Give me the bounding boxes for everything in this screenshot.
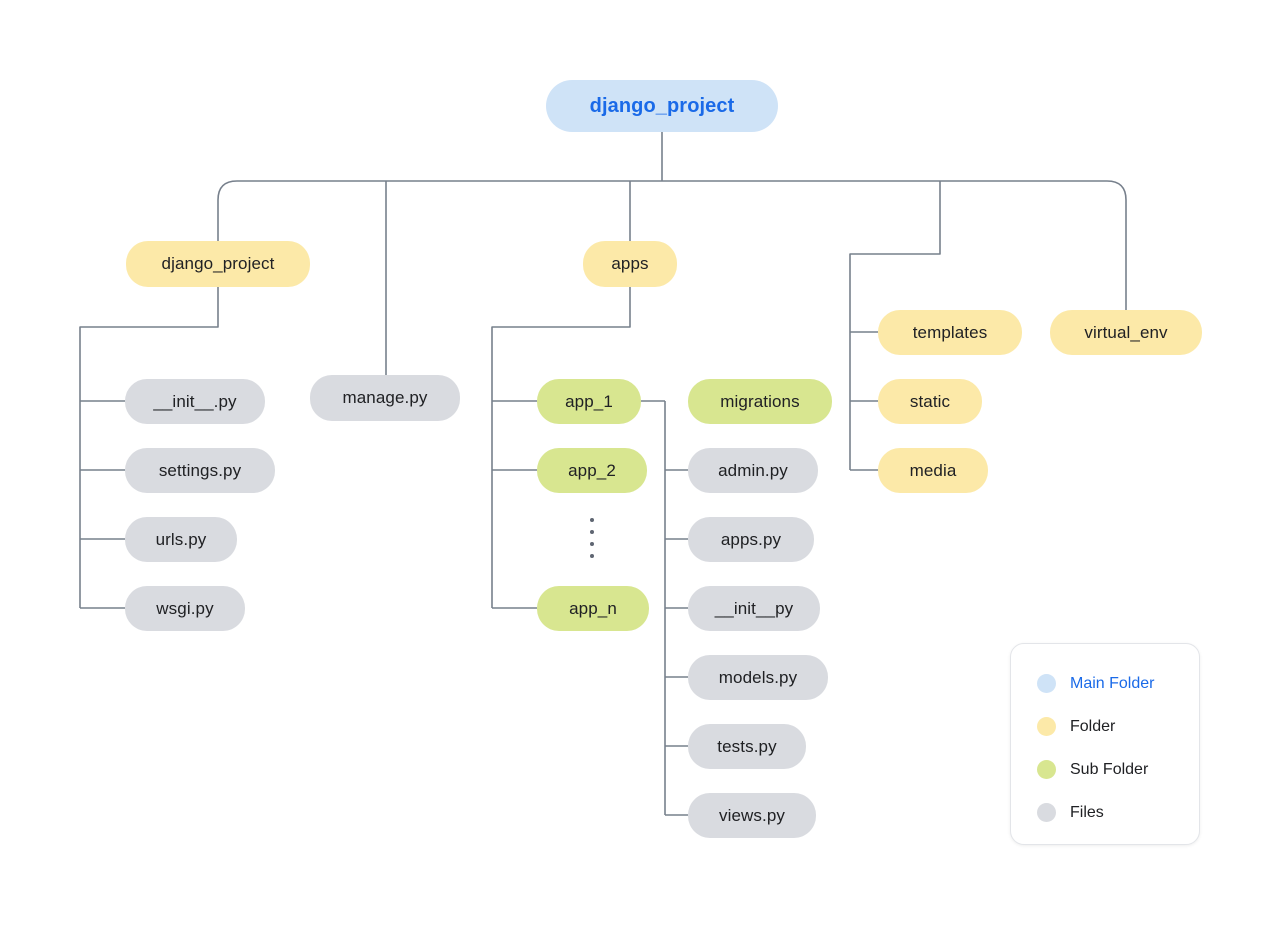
legend-swatch-main-folder [1037, 674, 1056, 693]
node-file-urls-py[interactable]: urls.py [125, 517, 237, 562]
legend-swatch-folder [1037, 717, 1056, 736]
node-file-apps-py[interactable]: apps.py [688, 517, 814, 562]
node-file-admin-py[interactable]: admin.py [688, 448, 818, 493]
legend-item-files: Files [1037, 791, 1199, 834]
node-subfolder-app-n[interactable]: app_n [537, 586, 649, 631]
node-file-wsgi-py[interactable]: wsgi.py [125, 586, 245, 631]
node-folder-static[interactable]: static [878, 379, 982, 424]
node-subfolder-app-2[interactable]: app_2 [537, 448, 647, 493]
node-file-tests-py[interactable]: tests.py [688, 724, 806, 769]
legend-panel: Main Folder Folder Sub Folder Files [1010, 643, 1200, 845]
node-file-init-py[interactable]: __init__.py [125, 379, 265, 424]
legend-item-main-folder: Main Folder [1037, 662, 1199, 705]
vertical-ellipsis-icon [589, 518, 594, 558]
node-folder-django-project[interactable]: django_project [126, 241, 310, 287]
legend-label-sub-folder: Sub Folder [1070, 760, 1149, 778]
legend-label-files: Files [1070, 803, 1104, 821]
node-folder-virtual-env[interactable]: virtual_env [1050, 310, 1202, 355]
node-root-django-project[interactable]: django_project [546, 80, 778, 132]
wire-main-bus [217, 180, 1127, 201]
node-file-models-py[interactable]: models.py [688, 655, 828, 700]
node-folder-apps[interactable]: apps [583, 241, 677, 287]
node-file-views-py[interactable]: views.py [688, 793, 816, 838]
node-folder-media[interactable]: media [878, 448, 988, 493]
wire-spine-apps [491, 287, 631, 608]
legend-item-sub-folder: Sub Folder [1037, 748, 1199, 791]
legend-label-folder: Folder [1070, 717, 1116, 735]
legend-swatch-files [1037, 803, 1056, 822]
wire-branch-static-assets [849, 181, 941, 470]
node-file-settings-py[interactable]: settings.py [125, 448, 275, 493]
node-subfolder-migrations[interactable]: migrations [688, 379, 832, 424]
node-file-app-init-py[interactable]: __init__py [688, 586, 820, 631]
node-folder-templates[interactable]: templates [878, 310, 1022, 355]
legend-item-folder: Folder [1037, 705, 1199, 748]
legend-label-main-folder: Main Folder [1070, 674, 1155, 692]
wire-spine-project-files [79, 287, 219, 608]
node-subfolder-app-1[interactable]: app_1 [537, 379, 641, 424]
node-file-manage-py[interactable]: manage.py [310, 375, 460, 421]
legend-swatch-sub-folder [1037, 760, 1056, 779]
